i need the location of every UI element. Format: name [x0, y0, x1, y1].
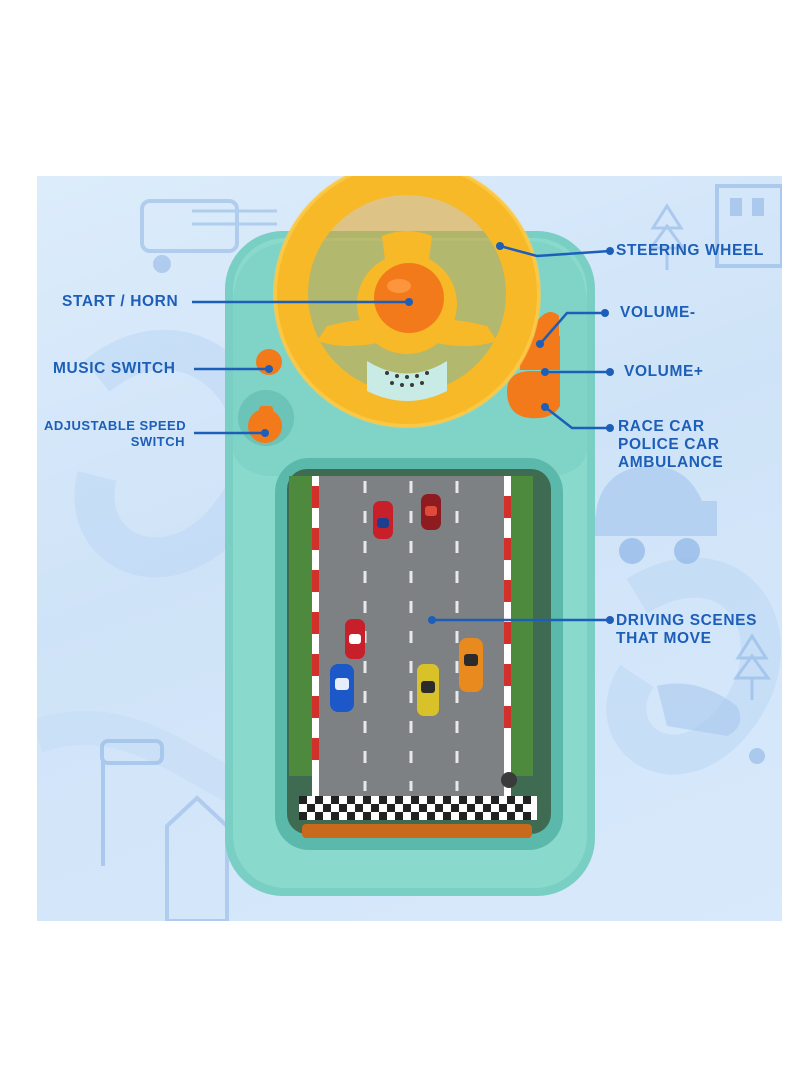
- curb-right: [504, 476, 511, 796]
- label-start-horn: START / HORN: [62, 293, 179, 310]
- background-truck-icon: [140, 199, 277, 273]
- label-adjustable-speed: ADJUSTABLE SPEED SWITCH: [44, 418, 187, 450]
- label-adjustable-speed-line2: SWITCH: [130, 434, 185, 449]
- label-music-switch: MUSIC SWITCH: [53, 360, 176, 377]
- race-car-icon: [417, 664, 439, 716]
- label-driving-scenes-line1: DRIVING SCENES: [616, 612, 758, 629]
- race-car-icon: [345, 619, 365, 659]
- label-race-car: RACE CAR: [618, 418, 705, 435]
- race-car-icon: [373, 501, 393, 539]
- label-driving-scenes-line2: THAT MOVE: [616, 630, 712, 647]
- background-house-icon: [165, 795, 229, 921]
- background-traffic-light-icon: [100, 739, 164, 866]
- speed-switch-knob[interactable]: [248, 409, 282, 443]
- race-car-icon: [421, 494, 441, 530]
- callout-dots: [261, 242, 614, 624]
- volume-minus-button[interactable]: [533, 312, 559, 341]
- race-car-icon: [459, 638, 483, 692]
- background-tree-icon: [648, 203, 771, 700]
- background-scooter-icon: [657, 683, 765, 764]
- curb-left: [312, 476, 319, 796]
- label-driving-scenes: DRIVING SCENES THAT MOVE: [616, 612, 757, 648]
- callout-lines: [192, 244, 611, 622]
- background-car-icon: [592, 466, 717, 564]
- label-adjustable-speed-line1: ADJUSTABLE SPEED: [44, 418, 187, 433]
- label-volume-plus: VOLUME+: [624, 363, 704, 380]
- label-volume-minus: VOLUME-: [620, 304, 696, 321]
- speaker-grille: [385, 371, 429, 387]
- checkered-finish-line: [299, 796, 537, 820]
- background-building-icon: [715, 184, 782, 268]
- toy-dashboard: [225, 176, 595, 896]
- label-steering-wheel: STEERING WHEEL: [616, 242, 764, 259]
- label-vehicles: RACE CAR POLICE CAR AMBULANCE: [618, 418, 723, 472]
- police-car-icon: [330, 664, 354, 712]
- product-photo: [37, 176, 782, 921]
- background-illustration: [37, 176, 782, 921]
- label-ambulance: AMBULANCE: [618, 454, 724, 471]
- label-police-car: POLICE CAR: [618, 436, 720, 453]
